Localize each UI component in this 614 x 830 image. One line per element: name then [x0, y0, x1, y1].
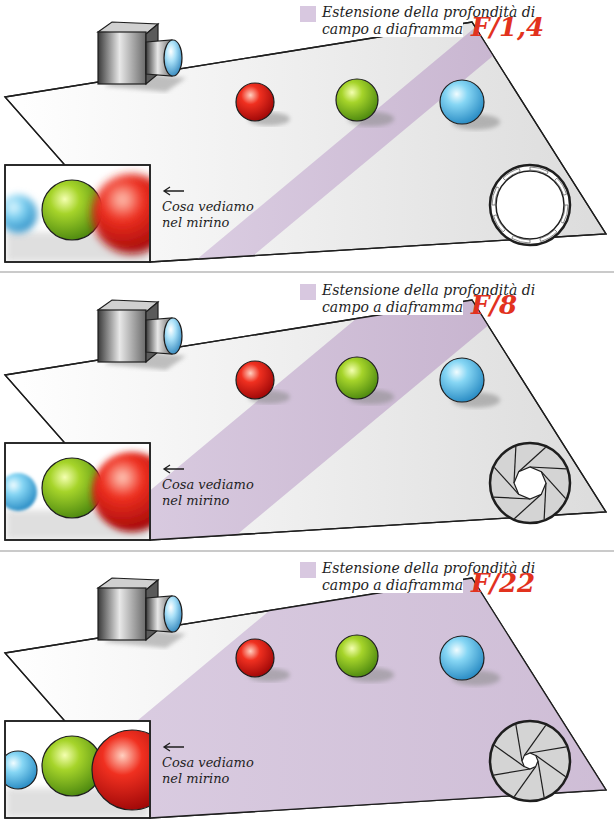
f-number: F/8 [471, 291, 517, 319]
viewfinder-border [5, 721, 150, 818]
camera-body [98, 310, 146, 362]
legend-text: Estensione della profondità di campo a d… [322, 282, 584, 316]
aperture-icon [490, 443, 570, 523]
blurred-red-sphere [92, 452, 149, 532]
legend-text: Estensione della profondità di campo a d… [322, 4, 584, 38]
aperture-icon [490, 721, 570, 801]
panel-divider [0, 550, 614, 552]
legend-text: Estensione della profondità di campo a d… [322, 560, 584, 594]
f-number: F/1,4 [471, 13, 544, 41]
ground-plane [5, 22, 606, 262]
viewfinder-caption: Cosa vediamo nel mirino [162, 477, 254, 509]
depth-of-field-band [148, 0, 584, 300]
red-sphere [236, 83, 274, 121]
blurred-blue-sphere [6, 195, 37, 233]
red-sphere [236, 361, 274, 399]
pointer-arrow [164, 743, 184, 751]
plane-outline [5, 300, 606, 540]
panel [0, 258, 606, 578]
blurred-blue-sphere [6, 473, 37, 511]
blue-sphere [440, 358, 484, 402]
pointer-arrow [164, 465, 184, 473]
panel-divider [0, 271, 614, 273]
pointer-arrow [164, 187, 184, 195]
depth-of-field-band [0, 536, 614, 830]
legend-swatch [300, 284, 316, 300]
panel [0, 536, 614, 830]
blurred-red-sphere [92, 174, 149, 254]
red-sphere [236, 639, 274, 677]
f-number: F/22 [471, 569, 535, 597]
plane-outline [5, 578, 606, 818]
panel [0, 0, 606, 300]
blue-sphere [440, 636, 484, 680]
camera-body [98, 588, 146, 640]
legend-swatch [300, 562, 316, 578]
viewfinder-border [5, 165, 150, 262]
blue-sphere [440, 80, 484, 124]
aperture-icon [490, 165, 570, 245]
camera-lens [164, 318, 182, 354]
viewfinder-caption: Cosa vediamo nel mirino [162, 199, 254, 231]
camera-lens [164, 596, 182, 632]
blurred-red-sphere [92, 730, 149, 810]
camera-lens [164, 40, 182, 76]
viewfinder-border [5, 443, 150, 540]
camera-body [98, 32, 146, 84]
green-sphere [336, 635, 378, 677]
green-sphere [336, 79, 378, 121]
viewfinder-caption: Cosa vediamo nel mirino [162, 755, 254, 787]
legend-swatch [300, 6, 316, 22]
blurred-blue-sphere [6, 751, 37, 789]
green-sphere [336, 357, 378, 399]
plane-outline [5, 22, 606, 262]
